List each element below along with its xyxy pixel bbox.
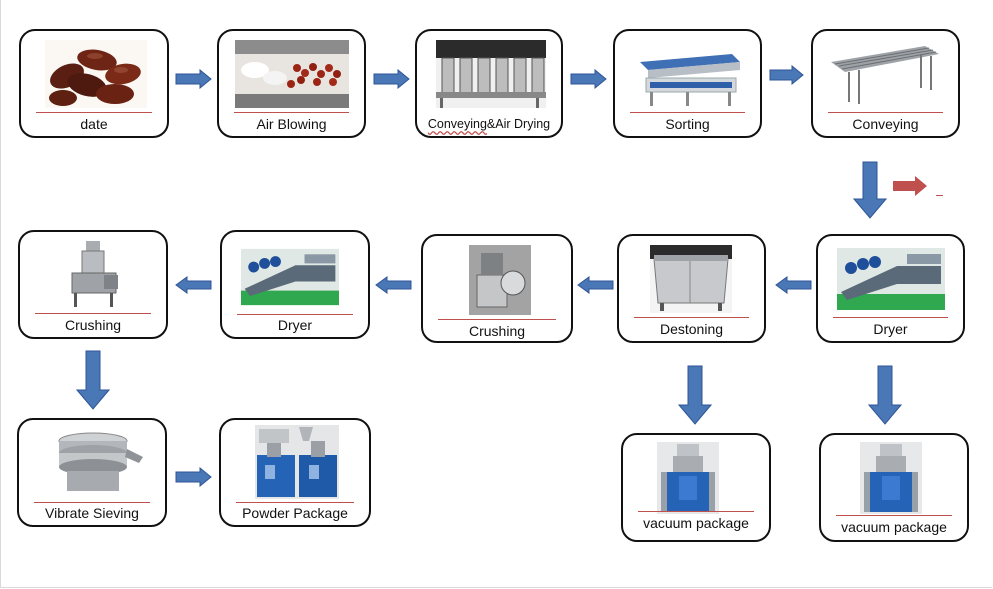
arrow-down-crushing-to-vibrate-sieving bbox=[76, 350, 110, 410]
arrow-right-conveying-air-drying-to-sorting bbox=[570, 69, 607, 89]
dryer-line-photo bbox=[837, 248, 945, 310]
node-dryer-left: Dryer bbox=[220, 230, 370, 339]
vibrating-sieve-photo bbox=[53, 427, 145, 499]
label-sorting: Sorting bbox=[665, 116, 710, 132]
vacuum-packing-machine-photo bbox=[657, 442, 719, 514]
node-vacuum-package-left: vacuum package bbox=[621, 433, 771, 542]
node-vibrate-sieving: Vibrate Sieving bbox=[17, 418, 167, 527]
arrow-left-dryer-to-destoning bbox=[775, 276, 812, 294]
node-crushing-left: Crushing bbox=[18, 230, 168, 339]
label-air-blowing: Air Blowing bbox=[256, 116, 327, 132]
dates-photo bbox=[45, 40, 147, 108]
arrow-down-destoning-to-vacuum-package bbox=[678, 365, 712, 425]
arrow-right-sorting-to-conveying bbox=[769, 65, 804, 85]
label-powder-package: Powder Package bbox=[242, 505, 348, 521]
label-vacuum-package-left: vacuum package bbox=[643, 515, 749, 531]
arrow-down-conveying-to-dryer bbox=[853, 161, 887, 219]
node-date: date bbox=[19, 29, 169, 138]
label-vacuum-package-right: vacuum package bbox=[841, 519, 947, 535]
crusher-photo bbox=[469, 245, 531, 315]
air-drying-machine-photo bbox=[436, 40, 546, 108]
label-conveying-air-drying: Conveying&Air Drying bbox=[427, 117, 551, 131]
label-destoning: Destoning bbox=[659, 321, 724, 337]
node-conveying-air-drying: Conveying&Air Drying bbox=[415, 29, 563, 138]
arrow-right-air-blowing-to-conveying-air-drying bbox=[373, 69, 410, 89]
node-air-blowing: Air Blowing bbox=[217, 29, 366, 138]
node-vacuum-package-right: vacuum package bbox=[819, 433, 969, 542]
node-sorting: Sorting bbox=[613, 29, 762, 138]
label-crushing-left: Crushing bbox=[64, 317, 122, 333]
conveyor-photo bbox=[829, 40, 941, 108]
arrow-left-crushing-to-dryer bbox=[375, 276, 412, 294]
label-vibrate-sieving: Vibrate Sieving bbox=[45, 505, 139, 521]
sorting-machine-photo bbox=[636, 40, 744, 108]
arrow-right-vibrate-sieving-to-powder-package bbox=[175, 467, 212, 487]
node-dryer-right: Dryer bbox=[816, 234, 965, 343]
vacuum-packing-machine-photo bbox=[857, 442, 925, 514]
crushing-machine-photo bbox=[64, 239, 126, 309]
destoning-machine-photo bbox=[650, 245, 732, 313]
arrow-down-dryer-to-vacuum-package bbox=[868, 365, 902, 425]
node-powder-package: Powder Package bbox=[219, 418, 371, 527]
label-dryer-right: Dryer bbox=[873, 321, 908, 337]
label-dryer-left: Dryer bbox=[277, 317, 313, 333]
arrow-right-red bbox=[892, 175, 928, 197]
node-conveying: Conveying bbox=[811, 29, 960, 138]
label-date: date bbox=[80, 116, 108, 132]
label-crushing-mid: Crushing bbox=[468, 323, 526, 339]
powder-packing-machine-photo bbox=[255, 425, 339, 499]
node-crushing-mid: Crushing bbox=[421, 234, 573, 343]
arrow-left-destoning-to-crushing bbox=[577, 276, 614, 294]
red-dash-mark bbox=[936, 195, 943, 196]
arrow-right-date-to-air-blowing bbox=[175, 69, 212, 89]
air-blowing-photo bbox=[235, 40, 349, 108]
arrow-left-dryer-to-crushing bbox=[175, 276, 212, 294]
dryer-line-photo bbox=[241, 246, 339, 308]
label-conveying: Conveying bbox=[852, 116, 919, 132]
node-destoning: Destoning bbox=[617, 234, 766, 343]
